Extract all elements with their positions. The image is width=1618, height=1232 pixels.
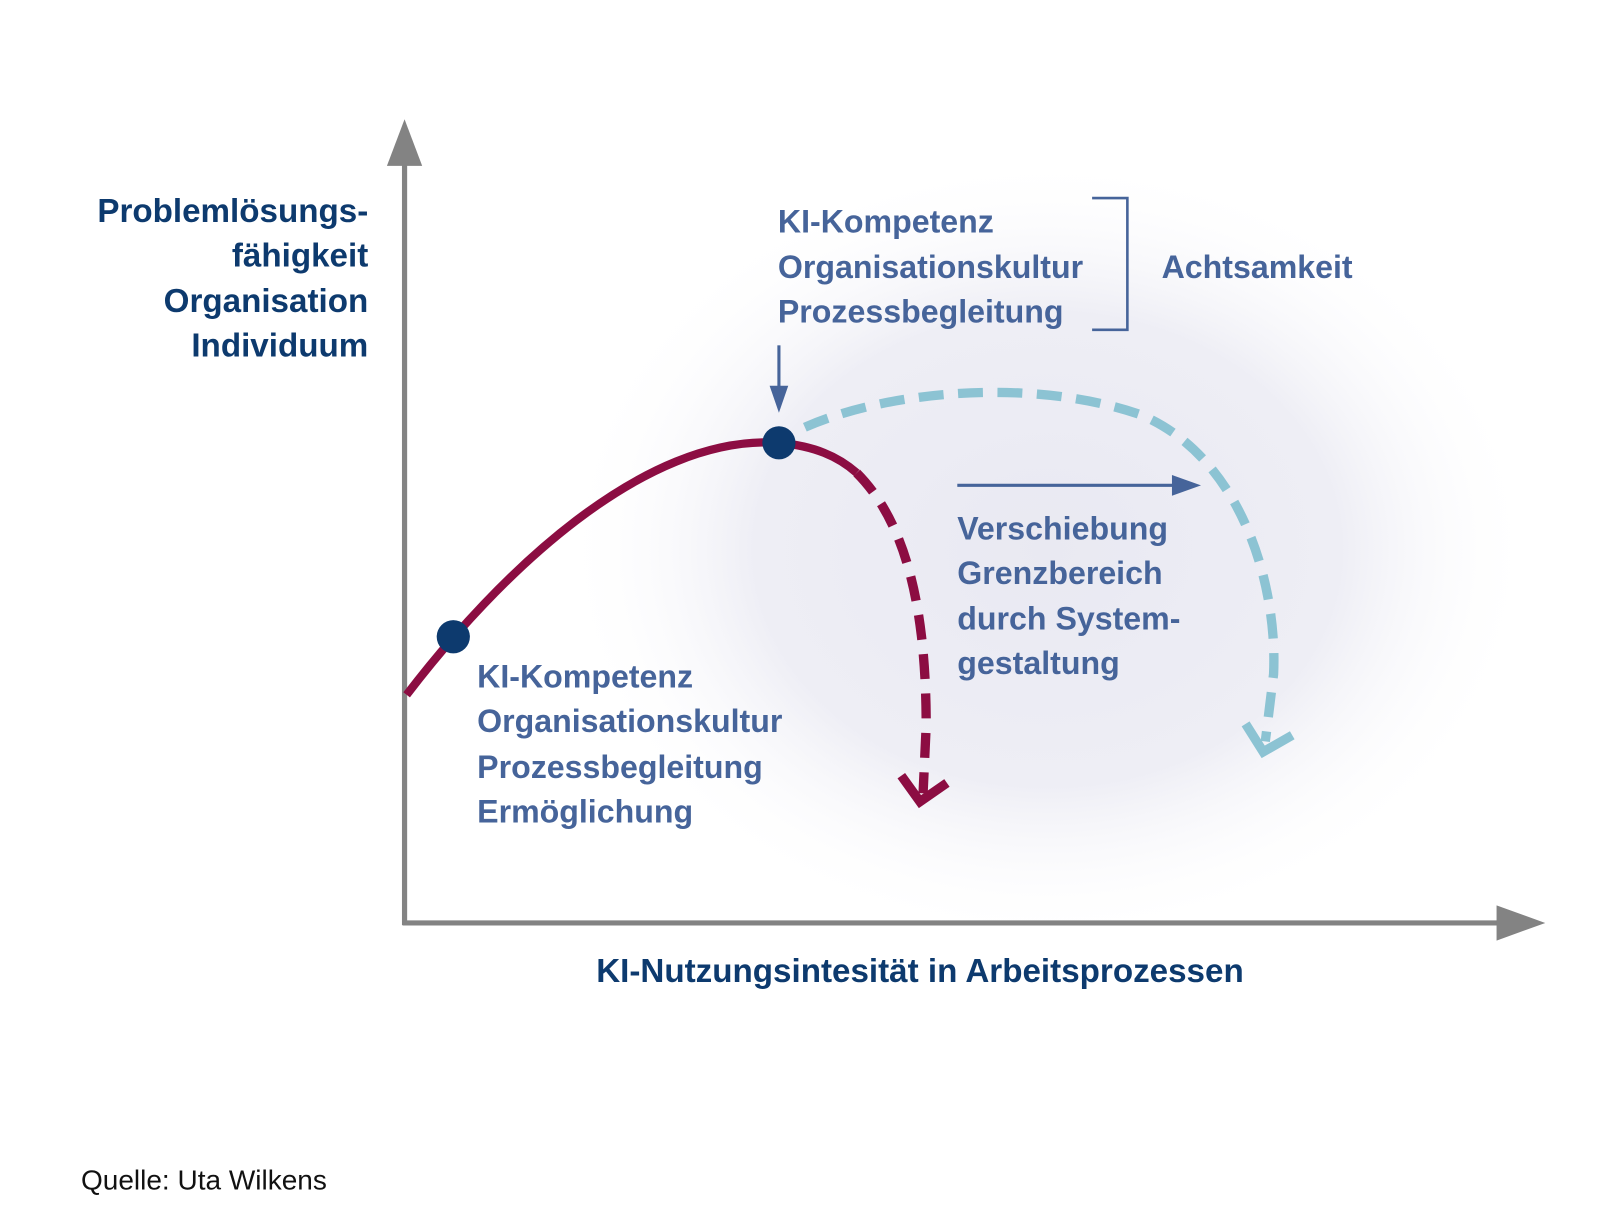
start-factors: KI-Kompetenz Organisationskultur Prozess… [477, 659, 783, 830]
svg-text:Grenzbereich: Grenzbereich [957, 555, 1162, 591]
svg-text:KI-Kompetenz: KI-Kompetenz [477, 659, 693, 695]
y-axis-label: Problemlösungs- fähigkeit Organisation I… [97, 193, 368, 365]
shift-label: Verschiebung Grenzbereich durch System- … [957, 510, 1180, 681]
current-curve-arrowhead [897, 772, 950, 809]
svg-text:gestaltung: gestaltung [957, 645, 1119, 681]
current-curve [403, 438, 860, 698]
current-curve-dashed-decline [853, 469, 931, 794]
peak-arrow [769, 345, 789, 413]
x-axis-label: KI-Nutzungsintesität in Arbeitsprozessen [596, 953, 1244, 990]
svg-text:Organisation: Organisation [164, 283, 369, 320]
bracket [1092, 196, 1129, 332]
svg-text:Ermöglichung: Ermöglichung [477, 793, 693, 829]
svg-text:Problemlösungs-: Problemlösungs- [97, 193, 368, 230]
peak-factors: KI-Kompetenz Organisationskultur Prozess… [778, 203, 1084, 329]
start-point [436, 620, 470, 654]
y-axis-arrowhead [386, 119, 423, 166]
shifted-curve-arrowhead [1241, 721, 1295, 759]
svg-text:Organisationskultur: Organisationskultur [778, 249, 1084, 285]
x-axis [402, 905, 1546, 941]
svg-text:KI-Kompetenz: KI-Kompetenz [778, 203, 994, 239]
bracket-label: Achtsamkeit [1162, 249, 1353, 285]
shift-arrow [957, 474, 1201, 496]
svg-text:Organisationskultur: Organisationskultur [477, 703, 783, 739]
svg-text:fähigkeit: fähigkeit [232, 238, 368, 275]
svg-text:durch System-: durch System- [957, 600, 1180, 636]
svg-text:Individuum: Individuum [191, 328, 368, 365]
shifted-curve [802, 387, 1279, 743]
background-glow [560, 155, 1535, 944]
svg-text:Prozessbegleitung: Prozessbegleitung [477, 749, 763, 785]
svg-text:Prozessbegleitung: Prozessbegleitung [778, 294, 1064, 330]
source-note: Quelle: Uta Wilkens [81, 1164, 327, 1195]
peak-point [762, 426, 796, 460]
svg-text:Verschiebung: Verschiebung [957, 510, 1168, 546]
x-axis-arrowhead [1496, 905, 1546, 941]
y-axis [386, 119, 423, 926]
